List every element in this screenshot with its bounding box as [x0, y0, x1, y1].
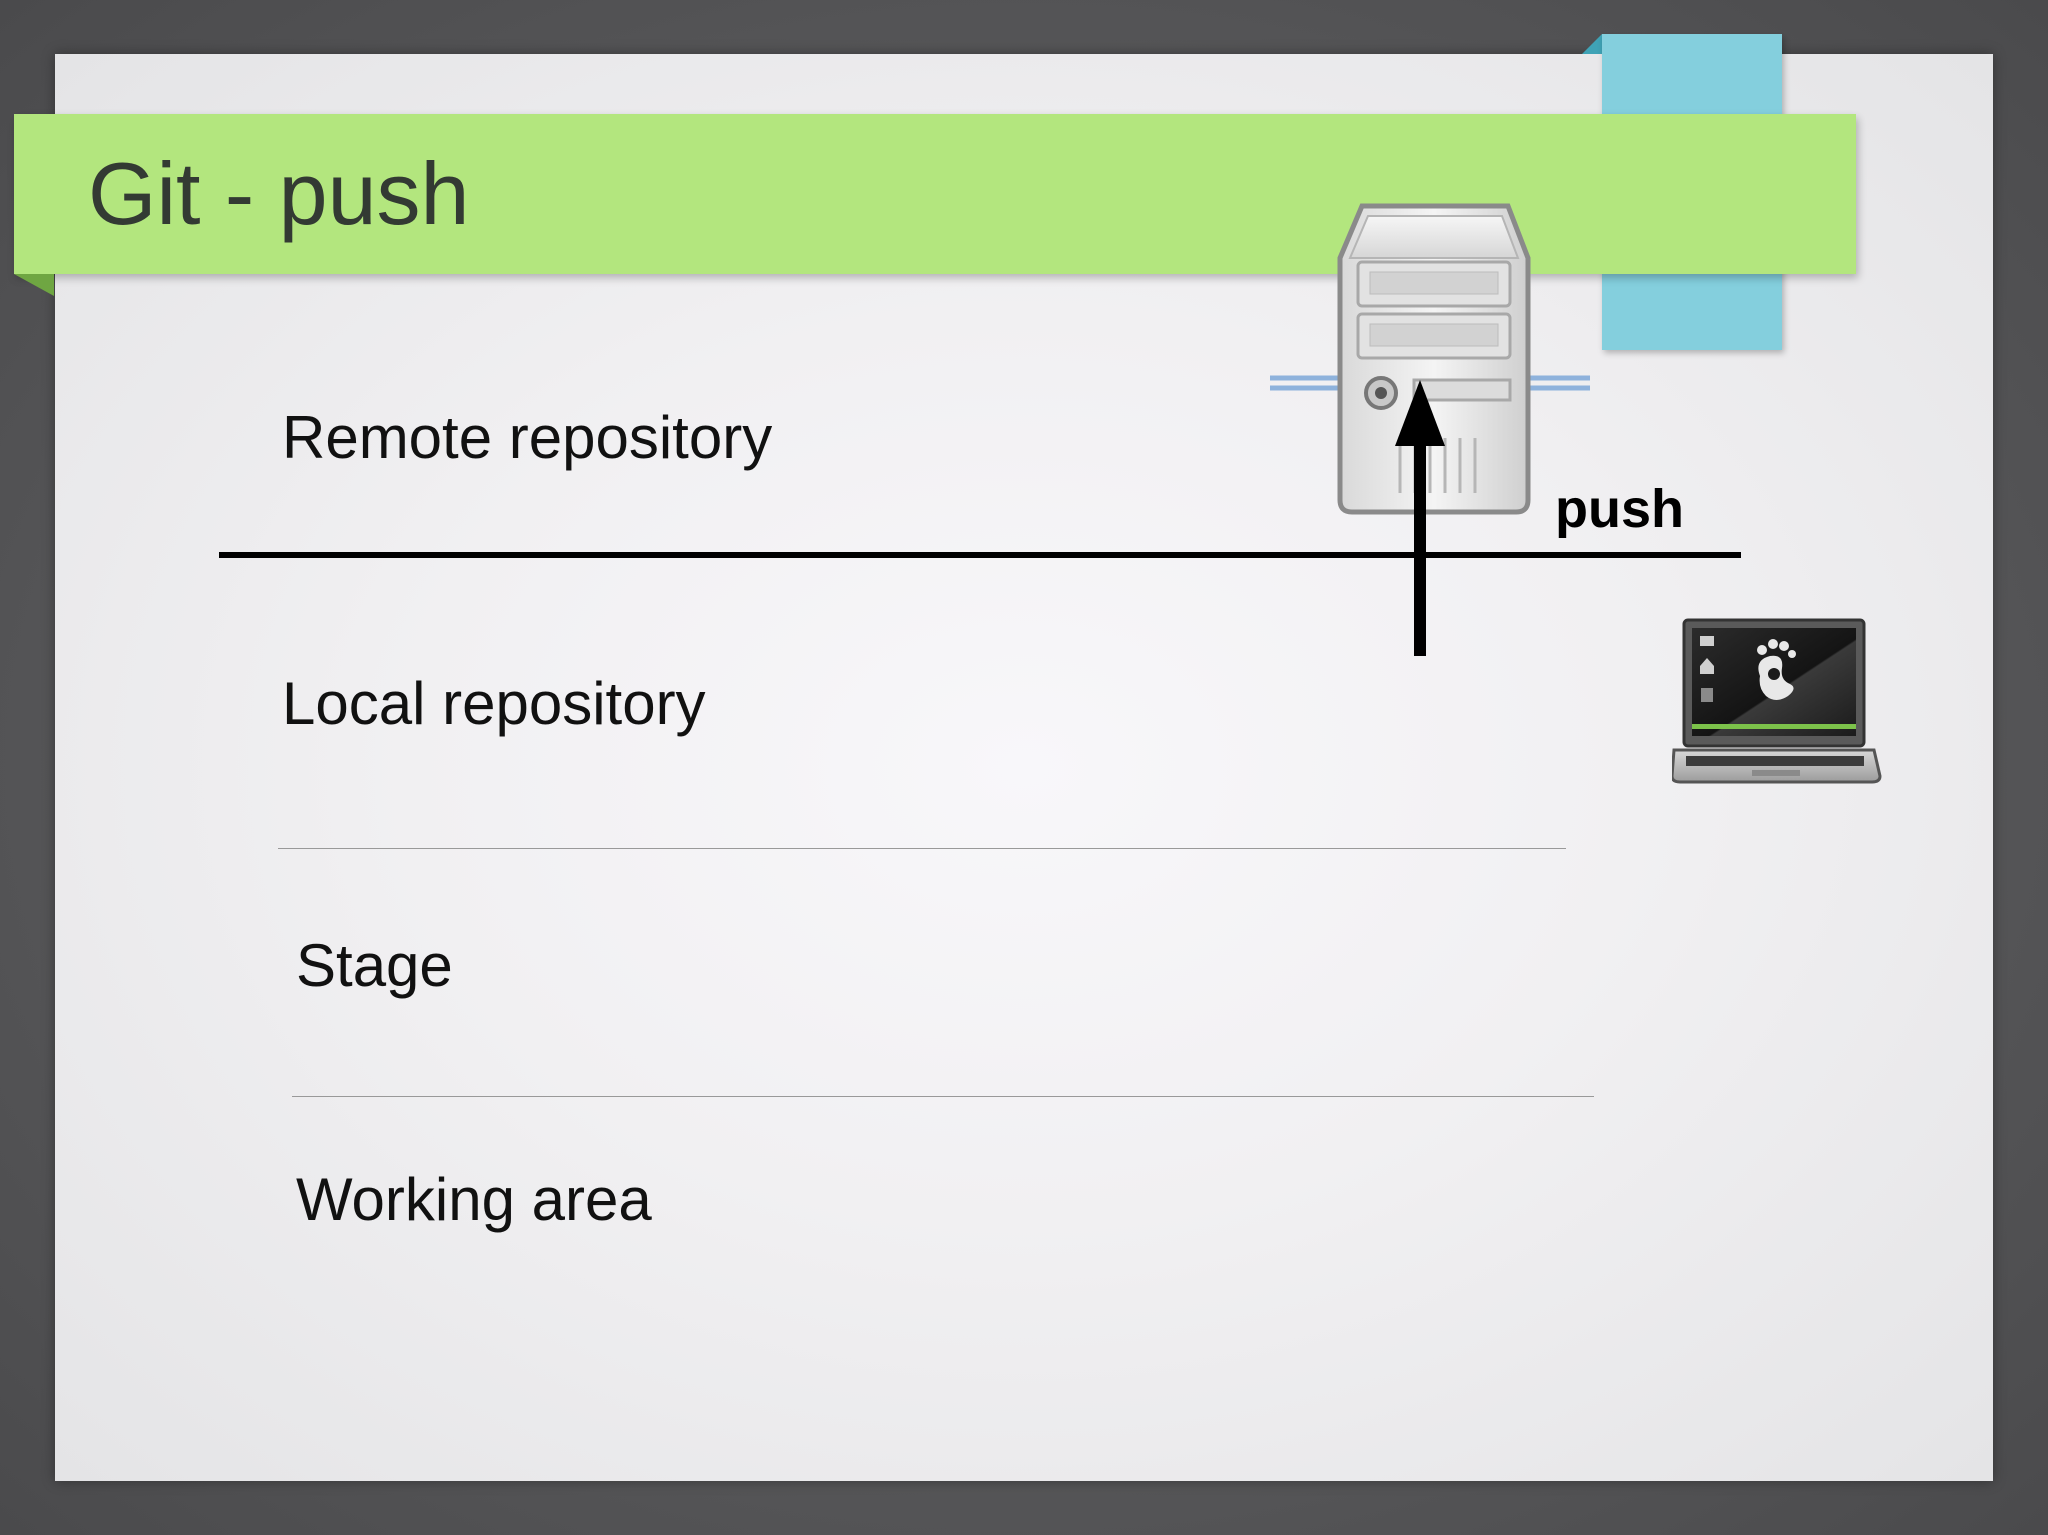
- laptop-icon: [1672, 618, 1882, 784]
- title-band-fold: [14, 274, 54, 296]
- working-area-label: Working area: [296, 1166, 652, 1233]
- push-action-label: push: [1555, 479, 1684, 539]
- title-band: [14, 114, 1856, 274]
- remote-local-divider: [219, 552, 1741, 558]
- arrow-up-icon: [1395, 380, 1445, 656]
- server-icon: [1270, 203, 1590, 515]
- local-stage-divider: [278, 848, 1566, 849]
- stage-label: Stage: [296, 932, 453, 999]
- stage-working-divider: [292, 1096, 1594, 1097]
- local-repository-label: Local repository: [282, 670, 706, 737]
- slide-title: Git - push: [88, 144, 470, 243]
- remote-repository-label: Remote repository: [282, 404, 773, 471]
- accent-tab-fold: [1582, 34, 1602, 54]
